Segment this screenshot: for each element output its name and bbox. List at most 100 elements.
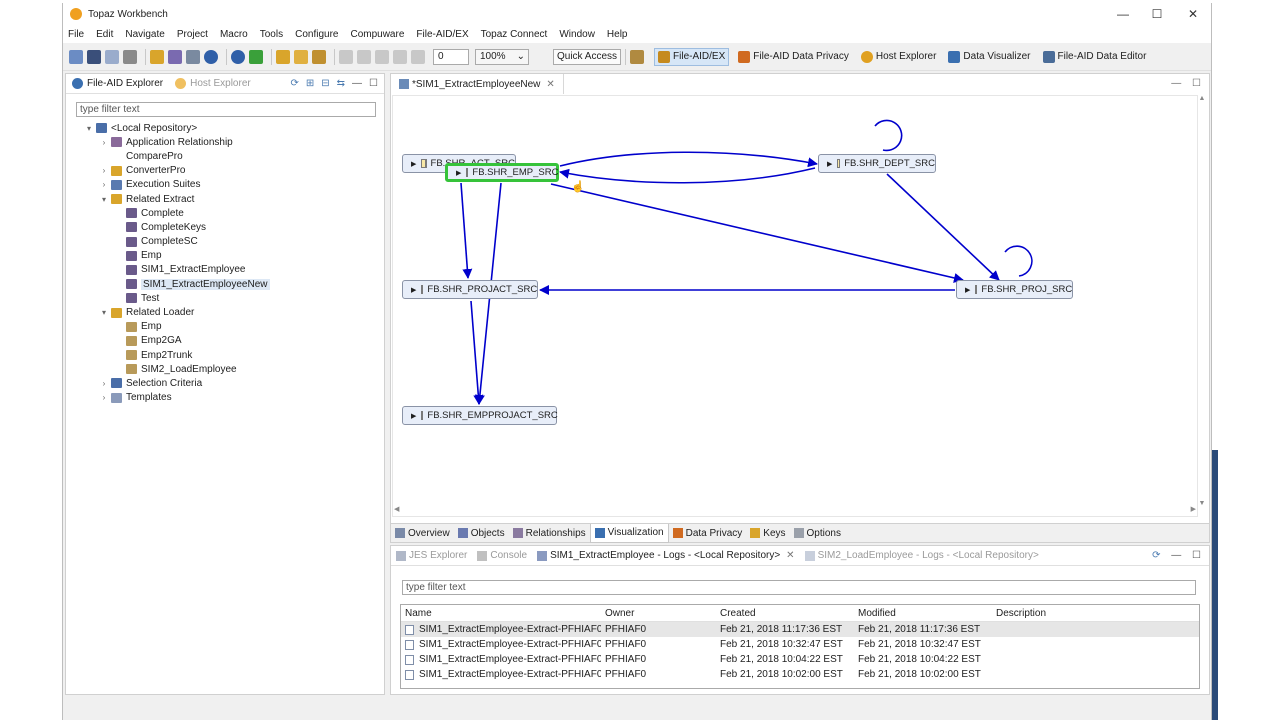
menu-topaz-connect[interactable]: Topaz Connect <box>480 28 548 40</box>
tree-item[interactable]: ▾Related Extract <box>66 192 384 206</box>
refresh-icon[interactable]: ⟳ <box>1152 550 1161 561</box>
tab-overview[interactable]: Overview <box>391 524 454 543</box>
tree-item[interactable]: Emp2Trunk <box>66 348 384 362</box>
node-shr-empprojact-src[interactable]: ▶FB.SHR_EMPPROJACT_SRC <box>402 406 558 425</box>
tab-relationships[interactable]: Relationships <box>509 524 590 543</box>
last-edit-icon[interactable] <box>375 49 389 64</box>
column-description[interactable]: Description <box>996 607 1047 619</box>
maximize-button[interactable]: ☐ <box>1151 7 1163 21</box>
open-file-icon[interactable] <box>150 49 164 64</box>
menu-edit[interactable]: Edit <box>96 28 114 40</box>
explorer-filter-input[interactable]: type filter text <box>76 102 376 117</box>
tree-item[interactable]: Emp2GA <box>66 334 384 348</box>
tab-visualization[interactable]: Visualization <box>589 523 669 543</box>
tab-jes-explorer[interactable]: JES Explorer <box>391 546 472 566</box>
save-icon[interactable] <box>87 49 101 64</box>
column-owner[interactable]: Owner <box>605 607 635 619</box>
new-icon[interactable] <box>69 49 83 64</box>
vertical-scrollbar[interactable]: ▲ ▼ <box>1197 95 1207 507</box>
link-icon[interactable] <box>186 49 200 64</box>
expand-arrow-icon[interactable]: ▶ <box>411 286 417 294</box>
pen-icon[interactable] <box>312 49 326 64</box>
tab-host-explorer[interactable]: Host Explorer <box>169 74 257 94</box>
scroll-right-icon[interactable]: ▶ <box>1190 506 1196 513</box>
minimize-view-icon[interactable]: — <box>1171 550 1182 561</box>
tree-item[interactable]: ComparePro <box>66 149 384 163</box>
expand-arrow-icon[interactable]: ▶ <box>965 286 971 294</box>
tree-item[interactable]: ›Templates <box>66 391 384 405</box>
collapse-all-icon[interactable]: ⊟ <box>321 78 330 89</box>
zoom-select[interactable]: 100%⌄ <box>475 48 529 65</box>
table-row[interactable]: SIM1_ExtractEmployee-Extract-PFHIAF0...P… <box>401 667 1199 682</box>
maximize-editor-icon[interactable]: ☐ <box>1192 78 1201 89</box>
perspective-data-visualizer[interactable]: Data Visualizer <box>945 48 1033 66</box>
tab-file-aid-explorer[interactable]: File-AID Explorer <box>66 74 169 94</box>
save-all-icon[interactable] <box>105 49 119 64</box>
horizontal-scrollbar[interactable]: ◀ ▶ <box>392 505 1198 515</box>
tree-item[interactable]: ▾<Local Repository> <box>66 121 384 135</box>
chevron-right-icon[interactable]: › <box>102 166 106 176</box>
run-icon[interactable] <box>204 49 218 64</box>
table-row[interactable]: SIM1_ExtractEmployee-Extract-PFHIAF0...P… <box>401 622 1199 637</box>
prev-annotation-icon[interactable] <box>357 49 371 64</box>
node-shr-dept-src[interactable]: ▶FB.SHR_DEPT_SRC <box>818 154 936 173</box>
link-editor-icon[interactable]: ⇆ <box>336 78 346 89</box>
refresh-icon[interactable]: ⟳ <box>290 78 299 89</box>
maximize-view-icon[interactable]: ☐ <box>369 78 378 89</box>
table-row[interactable]: SIM1_ExtractEmployee-Extract-PFHIAF0...P… <box>401 637 1199 652</box>
node-shr-projact-src[interactable]: ▶FB.SHR_PROJACT_SRC <box>402 280 538 299</box>
minimize-button[interactable]: — <box>1117 7 1129 21</box>
chevron-down-icon[interactable]: ▾ <box>86 123 91 133</box>
tree-item[interactable]: SIM1_ExtractEmployee <box>66 263 384 277</box>
tab-objects[interactable]: Objects <box>454 524 509 543</box>
tab-console[interactable]: Console <box>472 546 532 566</box>
print-icon[interactable] <box>123 49 137 64</box>
maximize-view-icon[interactable]: ☐ <box>1192 550 1201 561</box>
tab-data-privacy[interactable]: Data Privacy <box>669 524 747 543</box>
perspective-data-editor[interactable]: File-AID Data Editor <box>1040 48 1150 66</box>
chevron-right-icon[interactable]: › <box>102 378 106 388</box>
minimize-editor-icon[interactable]: — <box>1171 78 1182 89</box>
tree-item[interactable]: ›ConverterPro <box>66 164 384 178</box>
menu-file-aid-ex[interactable]: File-AID/EX <box>416 28 469 40</box>
tab-keys[interactable]: Keys <box>746 524 789 543</box>
visualization-canvas[interactable]: ▶FB.SHR_ACT_SRC ▶FB.SHR_DEPT_SRC ▶FB.SHR… <box>392 95 1198 517</box>
tab-options[interactable]: Options <box>790 524 845 543</box>
open-perspective-icon[interactable] <box>630 49 645 64</box>
menu-navigate[interactable]: Navigate <box>125 28 165 40</box>
expand-arrow-icon[interactable]: ▶ <box>411 412 417 420</box>
connect-icon[interactable] <box>249 49 263 64</box>
tree-item[interactable]: CompleteKeys <box>66 220 384 234</box>
next-annotation-icon[interactable] <box>339 49 353 64</box>
close-button[interactable]: ✕ <box>1187 7 1199 21</box>
open-folder-icon[interactable] <box>294 49 308 64</box>
chevron-right-icon[interactable]: › <box>102 180 106 190</box>
column-name[interactable]: Name <box>405 607 432 619</box>
chevron-down-icon[interactable]: ▾ <box>101 308 106 318</box>
menu-tools[interactable]: Tools <box>259 28 284 40</box>
scroll-down-icon[interactable]: ▼ <box>1198 500 1206 507</box>
menu-configure[interactable]: Configure <box>295 28 339 40</box>
node-shr-emp-src[interactable]: ▶FB.SHR_EMP_SRC <box>445 163 559 182</box>
tree-item[interactable]: SIM2_LoadEmployee <box>66 362 384 376</box>
forward-icon[interactable] <box>411 49 425 64</box>
scroll-left-icon[interactable]: ◀ <box>394 506 400 513</box>
column-modified[interactable]: Modified <box>858 607 896 619</box>
perspective-host-explorer[interactable]: Host Explorer <box>858 48 940 66</box>
editor-tab[interactable]: *SIM1_ExtractEmployeeNew ✕ <box>391 74 564 94</box>
chevron-right-icon[interactable]: › <box>102 393 106 403</box>
menu-window[interactable]: Window <box>559 28 595 40</box>
back-icon[interactable] <box>393 49 407 64</box>
filter-icon[interactable] <box>168 49 182 64</box>
tree-item[interactable]: ›Application Relationship <box>66 135 384 149</box>
menu-file[interactable]: File <box>68 28 85 40</box>
logs-filter-input[interactable]: type filter text <box>402 580 1196 595</box>
tab-sim2-logs[interactable]: SIM2_LoadEmployee - Logs - <Local Reposi… <box>800 546 1044 566</box>
tree-item[interactable]: Emp <box>66 249 384 263</box>
tab-sim1-logs[interactable]: SIM1_ExtractEmployee - Logs - <Local Rep… <box>532 546 800 566</box>
tree-item[interactable]: Emp <box>66 320 384 334</box>
expand-arrow-icon[interactable]: ▶ <box>456 169 462 177</box>
menu-project[interactable]: Project <box>176 28 208 40</box>
add-icon[interactable]: ⊞ <box>305 78 315 89</box>
perspective-file-aid-ex[interactable]: File-AID/EX <box>654 47 730 66</box>
